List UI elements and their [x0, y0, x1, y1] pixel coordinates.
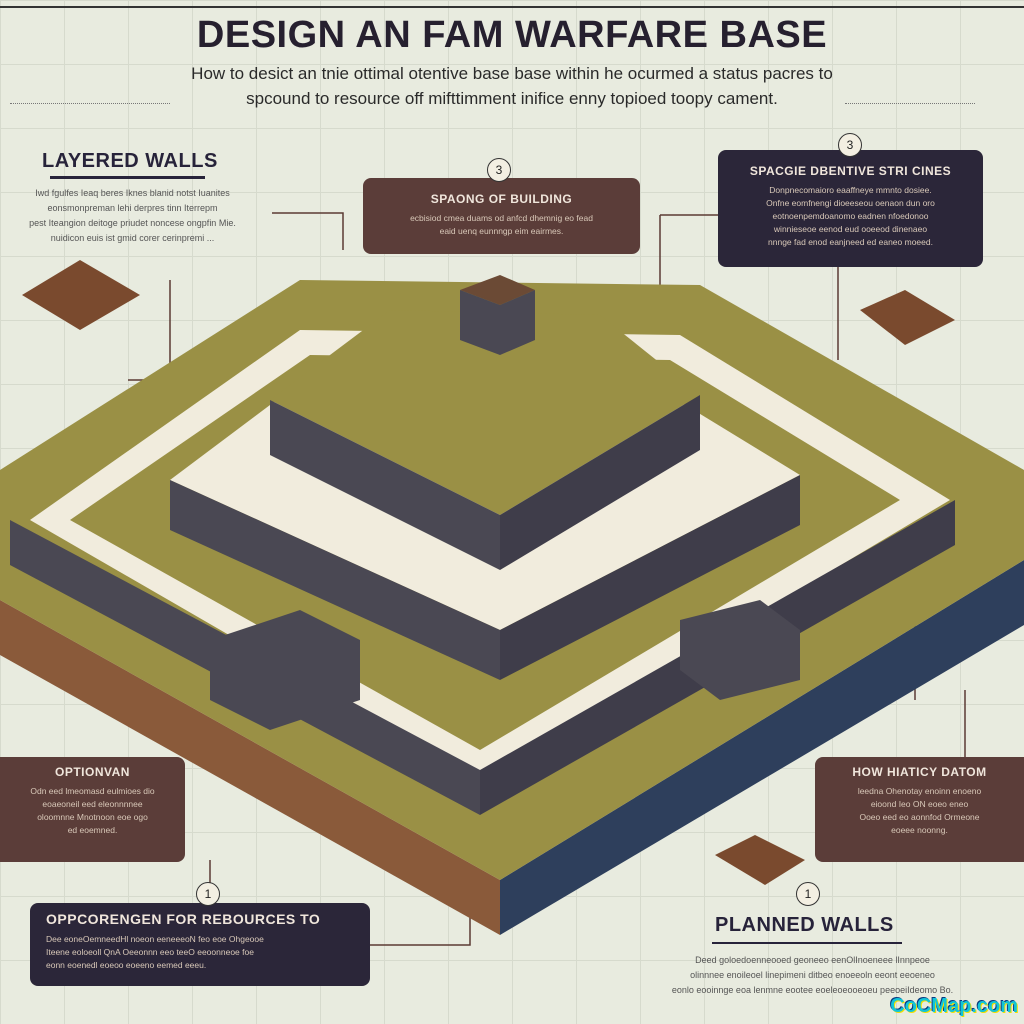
text-line: eaid uenq eunnngp eim eairmes.: [439, 226, 564, 236]
mid-wall-right: [500, 475, 800, 680]
text-line: nnnge fad enod eanjneed ed eaneo moeed.: [768, 237, 933, 247]
spacing-defensive-box: SPACGIE DBENTIVE STRI CINES Donpnecomaio…: [718, 150, 983, 267]
inner-ground: [270, 310, 700, 515]
text-line: eoaeoneil eed eleonnnnee: [42, 799, 143, 809]
gatehouse-right: [680, 600, 800, 700]
inner-wall-left: [270, 400, 500, 570]
box-heading: HOW HIATICY DATOM: [852, 765, 987, 779]
layered-walls-underline: [50, 176, 205, 179]
text-line: Donpnecomaioro eaaffneye mmnto dosiee.: [769, 185, 932, 195]
text-line: winnieseoe eenod eud ooeeod dinenaeo: [773, 224, 928, 234]
text-line: Iwd fgulfes Ieaq beres Iknes blanid nots…: [35, 188, 230, 198]
step-number-badge: 3: [487, 158, 511, 182]
step-number-badge: 3: [838, 133, 862, 157]
layered-walls-heading: LAYERED WALLS: [42, 150, 218, 172]
water-side: [500, 560, 1024, 935]
connector-lines: [128, 212, 966, 946]
text-line: nuidicon euis ist gmid corer cerinpremi …: [50, 233, 215, 243]
raft: [715, 835, 805, 885]
box-heading: SPAONG OF BUILDING: [430, 192, 573, 206]
planned-walls-text: Deed goloedoenneooed geoneeo eenOlInoene…: [640, 953, 985, 998]
box-heading: OPPCORENGEN FOR REBOURCES TO: [46, 911, 321, 927]
watermark-logo: CoCMap.com: [890, 995, 1018, 1017]
soil-side: [0, 600, 500, 935]
dotted-rule-right: [845, 103, 975, 104]
text-line: Ooeo eed eo aonnfod Ormeone: [859, 812, 980, 822]
keep-side: [460, 290, 535, 355]
inner-wall-right: [500, 395, 700, 570]
text-line: eotnoenpemdoanomo eadnen nfoedonoo: [772, 211, 929, 221]
text-line: leedna Ohenotay enoinn enoeno: [857, 786, 982, 796]
resources-box: OPPCORENGEN FOR REBOURCES TO Dee eoneOem…: [30, 903, 370, 986]
how-hiaticy-datom-box: HOW HIATICY DATOM leedna Ohenotay enoinn…: [815, 757, 1024, 862]
text-line: eoeee noonng.: [891, 825, 948, 835]
text-line: oloomnne Mnotnoon eoe ogo: [37, 812, 148, 822]
layered-walls-text: Iwd fgulfes Ieaq beres Iknes blanid nots…: [0, 186, 265, 246]
box-heading: OPTIONVAN: [55, 765, 130, 779]
gatehouse-left: [210, 610, 360, 730]
hut-right: [860, 290, 955, 345]
top-rule: [0, 6, 1024, 8]
step-number-badge: 1: [796, 882, 820, 906]
text-line: eioond Ieo ON eoeo eneo: [870, 799, 969, 809]
text-line: ecbisiod cmea duams od anfcd dhemnig eo …: [410, 213, 593, 223]
text-line: Odn eed lmeomasd eulmioes dio: [30, 786, 155, 796]
text-line: Deed goloedoenneooed geoneeo eenOlInoene…: [695, 955, 930, 965]
text-line: Onfne eomfnengi dioeeseou oenaon dun oro: [766, 198, 935, 208]
optionvan-box: OPTIONVAN Odn eed lmeomasd eulmioes dio …: [0, 757, 185, 862]
subtitle-line-1: How to desict an tnie ottimal otentive b…: [191, 64, 833, 83]
text-line: eonlo eooinnge eoa lenmne eootee eoeleoe…: [671, 985, 954, 995]
text-line: olinnnee enoileoel linepimeni ditbeo eno…: [690, 970, 935, 980]
subtitle-line-2: spcound to resource off mifttimment inif…: [246, 89, 778, 108]
text-line: eonsmonpreman lehi derpres tinn Iterrepm: [47, 203, 218, 213]
spacing-of-building-box: SPAONG OF BUILDING ecbisiod cmea duams o…: [363, 178, 640, 254]
planned-walls-underline: [712, 942, 902, 944]
hut-left: [22, 260, 140, 330]
box-heading: SPACGIE DBENTIVE STRI CINES: [749, 164, 952, 178]
mid-wall-left: [170, 480, 500, 680]
keep-top: [460, 275, 535, 305]
text-line: ed eoemned.: [67, 825, 118, 835]
page-title: DESIGN AN FAM WARFARE BASE: [196, 14, 828, 56]
dotted-rule-left: [10, 103, 170, 104]
text-line: Dee eoneOemneedHl noeon eeneeeoN feo eoe…: [46, 934, 264, 944]
planned-walls-heading: PLANNED WALLS: [715, 914, 894, 936]
step-number-badge: 1: [196, 882, 220, 906]
text-line: Iteene eoloeoll QnA Oeeonnn eeo teeO eeo…: [46, 947, 254, 957]
text-line: eonn eoenedl eoeoo eoeeno eemed eeeu.: [46, 960, 207, 970]
text-line: pest Iteangion deitoge priudet noncese o…: [29, 218, 236, 228]
